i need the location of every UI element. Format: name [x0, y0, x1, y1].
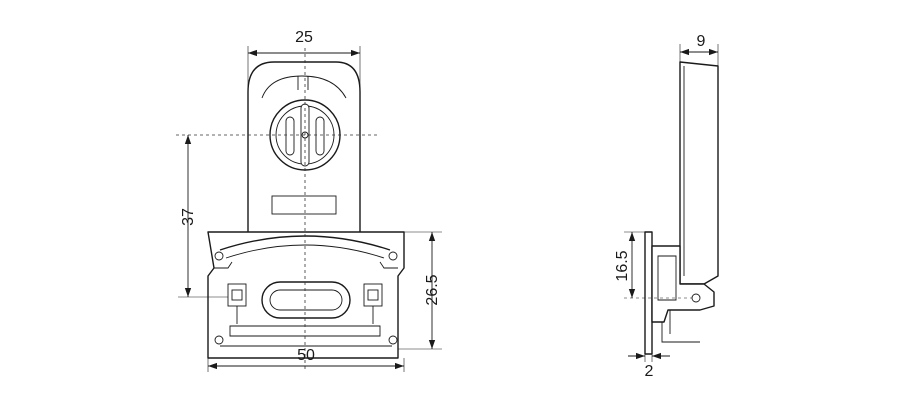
dim-plate-thickness-value: 2: [645, 363, 654, 380]
front-terminal-left: [227, 283, 247, 324]
side-clip-body: [651, 245, 715, 323]
dim-width-top-value: 25: [295, 29, 313, 46]
base-screw-icon: [214, 251, 224, 261]
base-screw-icon: [388, 251, 398, 261]
dim-base-width: 50: [207, 347, 405, 372]
front-terminal-right: [363, 283, 383, 324]
dim-base-height: 26.5: [398, 231, 442, 350]
front-view: 25 37 26.5 50: [176, 29, 442, 372]
front-label-window: [271, 195, 337, 215]
side-pin: [661, 322, 700, 343]
front-base-rail: [229, 325, 381, 337]
dim-center-height-value: 37: [180, 208, 197, 226]
side-mount-plate: [644, 231, 653, 355]
dim-base-height-value: 26.5: [424, 274, 441, 305]
front-oval-slot: [261, 281, 351, 319]
side-clip-inner: [657, 255, 677, 301]
dim-side-depth-value: 9: [697, 33, 706, 50]
dim-center-height: 37: [178, 135, 228, 298]
base-screw-icon: [214, 335, 224, 345]
side-body-outline: [679, 61, 719, 285]
dim-side-mount-height-value: 16.5: [614, 250, 631, 281]
dim-plate-thickness: 2: [628, 352, 670, 380]
front-body-notch: [297, 76, 309, 90]
front-base-arch-inner: [225, 244, 385, 259]
side-pivot-icon: [691, 293, 701, 303]
dim-base-width-value: 50: [297, 347, 315, 364]
side-view: 9 16.5 2: [614, 33, 719, 380]
dim-side-mount-height: 16.5: [614, 231, 692, 299]
dim-width-top: 25: [247, 29, 361, 90]
dim-side-depth: 9: [679, 33, 719, 66]
front-base-step: [214, 261, 398, 269]
front-body-shoulder: [261, 75, 347, 99]
base-screw-icon: [388, 335, 398, 345]
